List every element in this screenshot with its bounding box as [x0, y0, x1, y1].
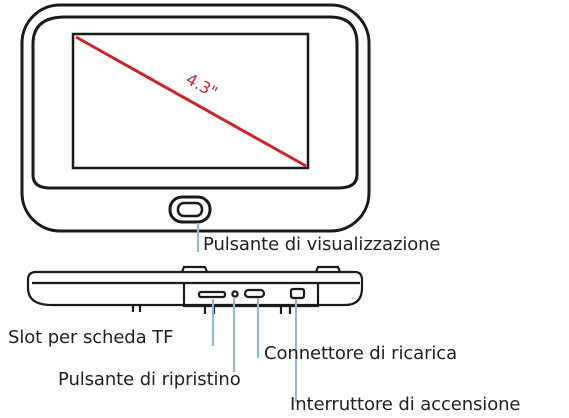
label-display-button: Pulsante di visualizzazione: [203, 234, 441, 255]
port-bay: [182, 283, 320, 308]
label-power-switch: Interruttore di accensione: [290, 394, 521, 415]
tf-slot-shape: [197, 290, 227, 299]
bottom-body-outline: [26, 270, 364, 307]
device-front-view: [20, 3, 371, 233]
label-reset-button: Pulsante di ripristino: [58, 369, 241, 390]
device-bottom-view: [26, 265, 364, 314]
leader-lines: [196, 223, 298, 402]
top-bump-right: [314, 265, 342, 273]
reset-hole: [231, 290, 239, 298]
screen-area: [71, 32, 310, 170]
device-body-outline: [20, 3, 371, 233]
device-inner-bezel: [31, 15, 359, 190]
charging-port-shape: [243, 288, 266, 299]
top-bump-left: [180, 265, 209, 273]
display-button-outer: [168, 195, 212, 224]
label-tf-slot: Slot per scheda TF: [8, 327, 174, 348]
display-button-inner: [176, 201, 204, 218]
power-switch-shape: [289, 287, 306, 300]
label-charging-connector: Connettore di ricarica: [264, 343, 458, 364]
screen-size-label: 4.3": [183, 69, 221, 102]
screen-diagonal: [75, 35, 307, 168]
